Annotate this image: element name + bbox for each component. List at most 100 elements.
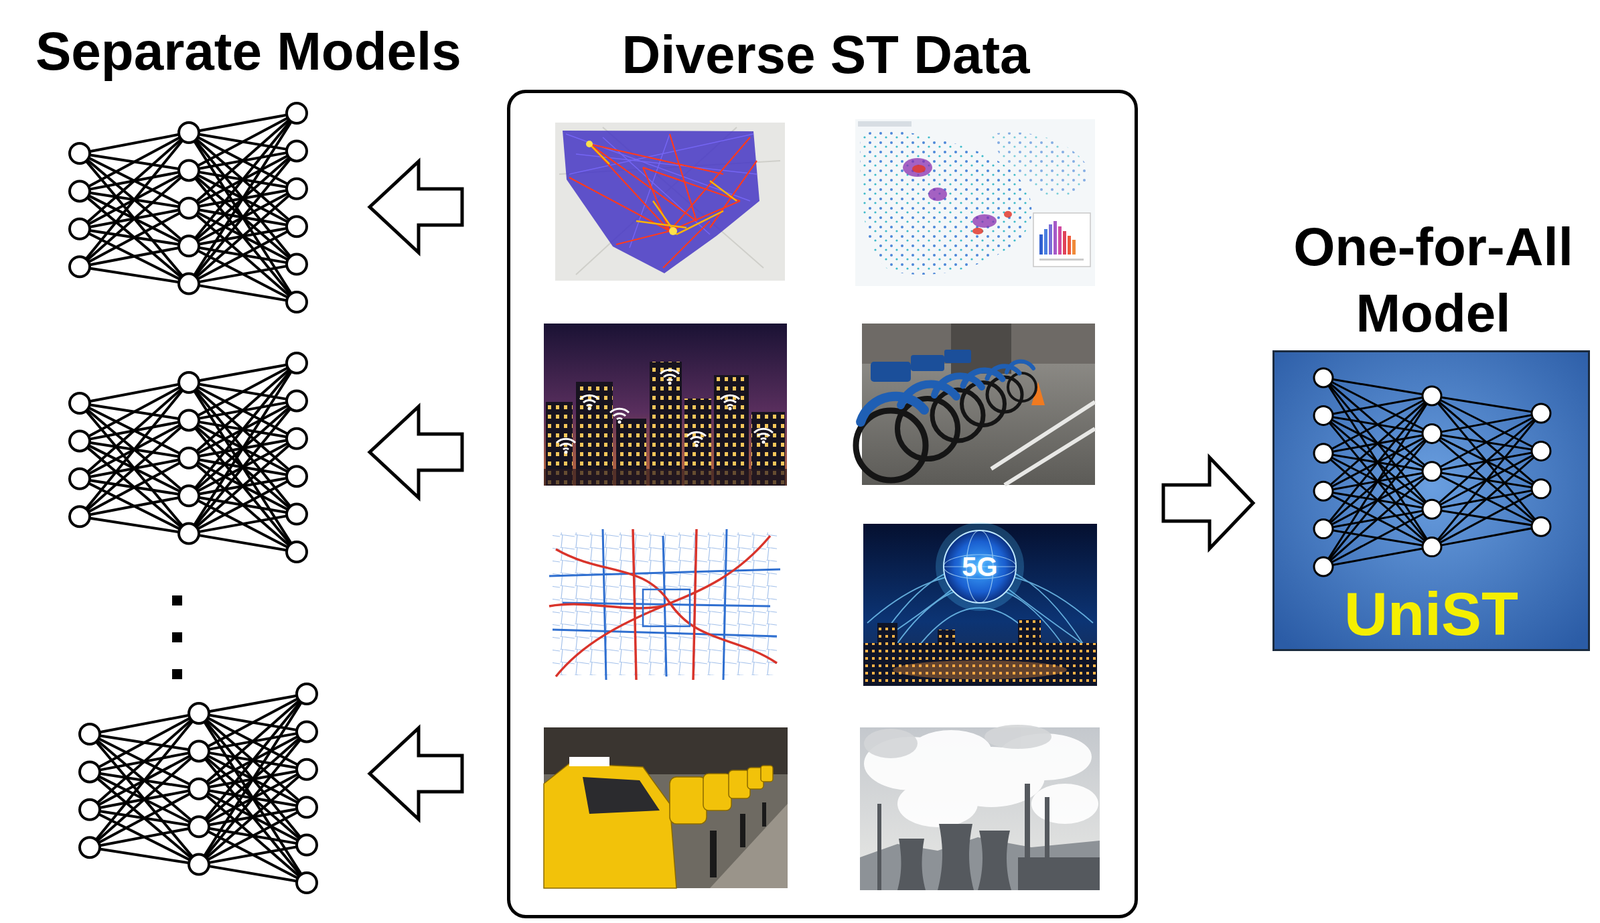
- road-network-part-part: [693, 529, 697, 680]
- network-neuron: [69, 143, 90, 164]
- od-flow-map-part-part: [629, 133, 670, 248]
- taxi-row-part: [569, 756, 610, 767]
- network-link: [89, 713, 199, 735]
- density-map-part: [902, 158, 997, 228]
- network-neuron: [69, 393, 90, 414]
- factory-smoke-part: [877, 783, 1100, 891]
- factory-smoke-part-part: [897, 838, 926, 891]
- unified-network: [1314, 368, 1551, 576]
- network-link: [79, 190, 189, 284]
- network-neuron: [296, 872, 317, 893]
- 5g-city-part: [935, 522, 1025, 611]
- road-network: [545, 525, 784, 682]
- network-link: [79, 458, 189, 517]
- 5g-city-part: [863, 642, 1098, 686]
- bike-share: [855, 323, 1096, 485]
- network-link: [188, 362, 297, 496]
- network-link: [188, 362, 297, 534]
- road-network-part-part: [632, 529, 637, 680]
- network-link: [1323, 377, 1432, 509]
- network-neuron: [1422, 499, 1442, 519]
- taxi-row-part-part: [728, 770, 751, 799]
- factory-smoke-part: [863, 724, 1052, 759]
- taxi-row-part: [709, 803, 788, 889]
- network-link: [1323, 395, 1432, 416]
- od-flow-map-part-part: [589, 143, 724, 175]
- taxi-row-part-part: [762, 802, 767, 827]
- density-map-part-part: [1048, 224, 1053, 255]
- ellipsis-dots-part: [172, 595, 183, 606]
- hollow-arrow-left-part: [369, 161, 463, 253]
- network-neuron: [286, 178, 307, 199]
- network-neuron: [286, 541, 307, 562]
- network-link: [1323, 547, 1432, 567]
- od-flow-map-part-part: [663, 221, 710, 268]
- network-neuron: [1314, 368, 1333, 388]
- taxi-row-part-part: [703, 773, 732, 811]
- density-map-part: [991, 131, 1089, 197]
- network-link: [198, 693, 307, 827]
- network-neuron: [69, 256, 90, 277]
- taxi-row-part: [543, 763, 773, 889]
- network-link: [1323, 395, 1432, 491]
- network-link: [198, 693, 307, 865]
- night-city-wifi-part: [687, 431, 706, 447]
- density-map-part: [1039, 221, 1084, 261]
- network-link: [1323, 471, 1432, 567]
- network-link: [89, 847, 199, 864]
- network-neuron: [178, 372, 199, 393]
- od-flow-map-part: [669, 227, 678, 236]
- density-map-part-part: [1062, 231, 1067, 255]
- density-map-part-part: [1039, 234, 1043, 255]
- od-flow-map-part: [555, 122, 785, 281]
- network-link: [188, 113, 297, 209]
- taxi-row: [543, 727, 788, 889]
- density-map-part-part: [1067, 235, 1071, 255]
- factory-smoke-part-part: [863, 728, 918, 759]
- network-neuron: [1314, 444, 1333, 463]
- night-city-wifi-part: [720, 395, 740, 410]
- network-link: [188, 514, 297, 534]
- network-neuron: [178, 409, 199, 430]
- density-map-part-part: [1072, 239, 1076, 255]
- hollow-arrow-left-part: [369, 406, 463, 498]
- factory-smoke-part-part: [977, 830, 1012, 891]
- network-link: [188, 283, 297, 303]
- network-link: [1323, 377, 1432, 548]
- bike-share-part-part: [987, 377, 1023, 412]
- road-network-part: [642, 589, 690, 627]
- network-link: [198, 807, 307, 864]
- night-city-wifi-part: [660, 369, 680, 385]
- road-network-part: [549, 529, 781, 680]
- density-map-part: [857, 121, 912, 127]
- bike-share-part-part: [860, 396, 925, 422]
- network-link: [1431, 413, 1542, 509]
- factory-smoke: [859, 724, 1100, 891]
- network-neuron: [178, 160, 199, 181]
- network-link: [1431, 450, 1542, 547]
- od-flow-map-part-part: [636, 221, 687, 228]
- bike-share-part: [870, 349, 972, 382]
- network-link: [79, 170, 189, 267]
- network-link: [188, 264, 297, 284]
- network-neuron: [1314, 557, 1333, 576]
- network-link: [79, 419, 189, 517]
- network-link: [188, 533, 297, 552]
- taxi-row-part-part: [709, 830, 717, 878]
- network-link: [1323, 395, 1432, 567]
- od-flow-map-part: [565, 133, 757, 248]
- network-link: [79, 208, 189, 267]
- network-link: [1323, 433, 1432, 567]
- network-neuron: [286, 103, 307, 124]
- network-link: [89, 750, 199, 848]
- bike-share-part: [860, 361, 1034, 422]
- factory-smoke-part-part: [1017, 857, 1100, 891]
- density-map-part-part: [1039, 258, 1084, 261]
- ellipsis-dots-part: [172, 669, 183, 680]
- od-flow-map: [555, 122, 785, 281]
- network-link: [188, 113, 297, 246]
- od-flow-map-part: [569, 133, 757, 268]
- bike-share-part-part: [963, 370, 1003, 386]
- network-neuron: [178, 485, 199, 506]
- taxi-row-part: [543, 727, 788, 889]
